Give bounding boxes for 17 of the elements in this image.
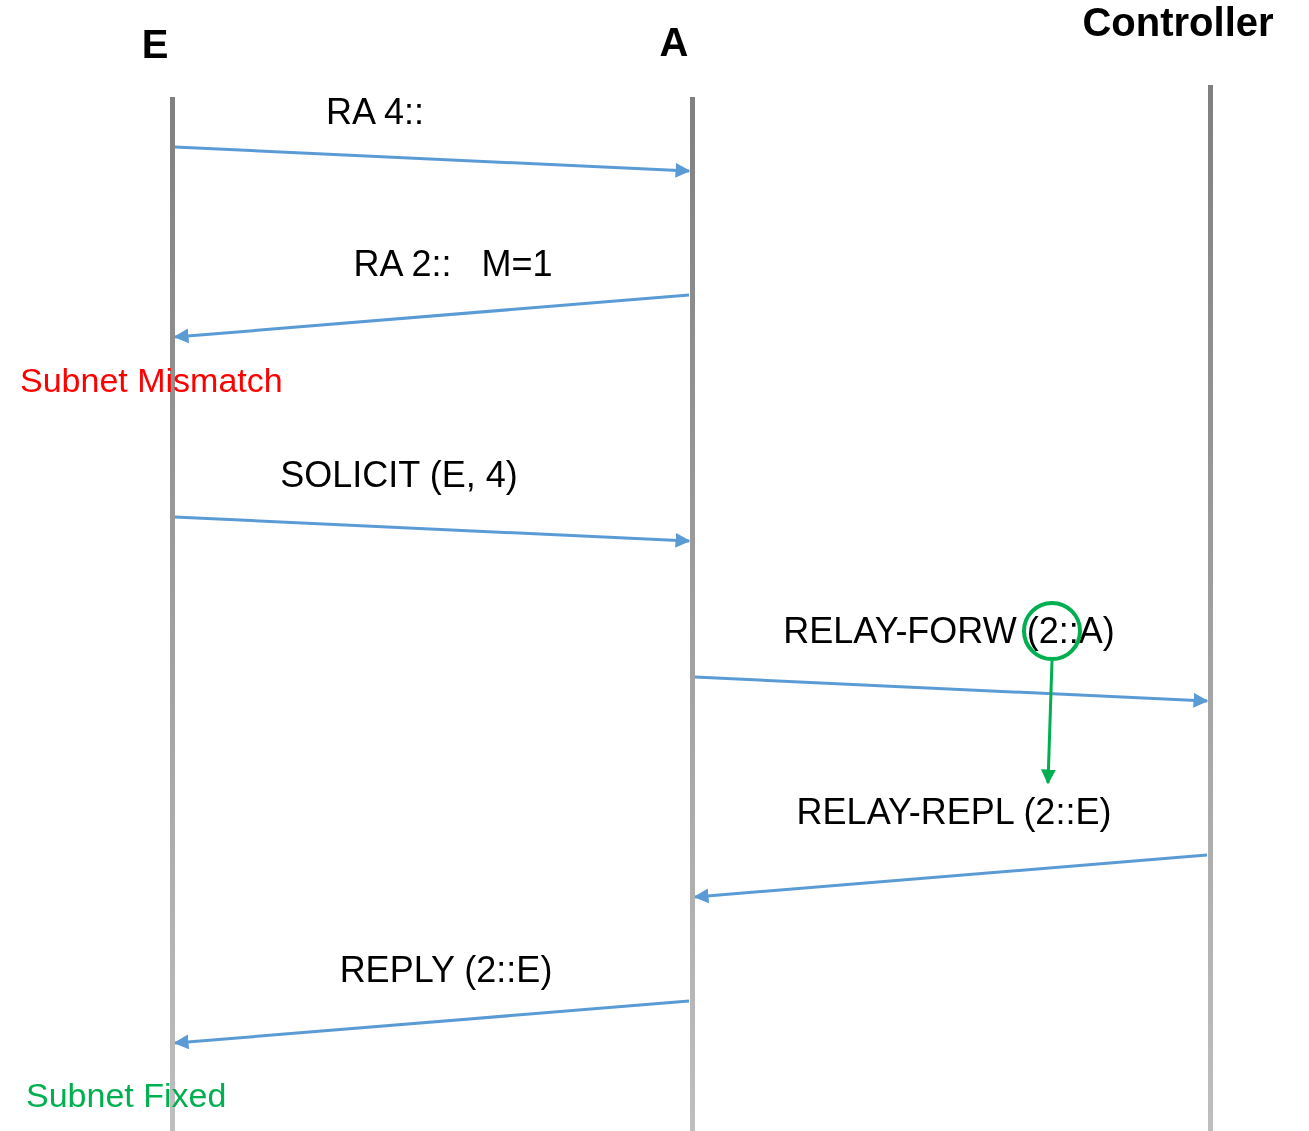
status-note: Subnet Mismatch: [20, 363, 283, 397]
edge-label: RELAY-REPL (2::E): [795, 794, 1113, 830]
edge-label: REPLY (2::E): [338, 952, 554, 988]
arrow: [174, 515, 691, 548]
participant-label: Controller: [1082, 2, 1274, 42]
participant-label: E: [141, 24, 169, 64]
arrow: [693, 853, 1208, 904]
arrow: [173, 293, 690, 344]
edge-label: RA 4::: [324, 94, 426, 130]
arrow: [174, 145, 691, 178]
arrow: [173, 999, 690, 1050]
arrow: [694, 675, 1209, 708]
participant-label: A: [659, 22, 689, 62]
edge-label: RA 2:: M=1: [352, 246, 554, 282]
edge-label: SOLICIT (E, 4): [279, 457, 519, 493]
status-note: Subnet Fixed: [26, 1078, 227, 1112]
arrow: [1040, 660, 1056, 785]
